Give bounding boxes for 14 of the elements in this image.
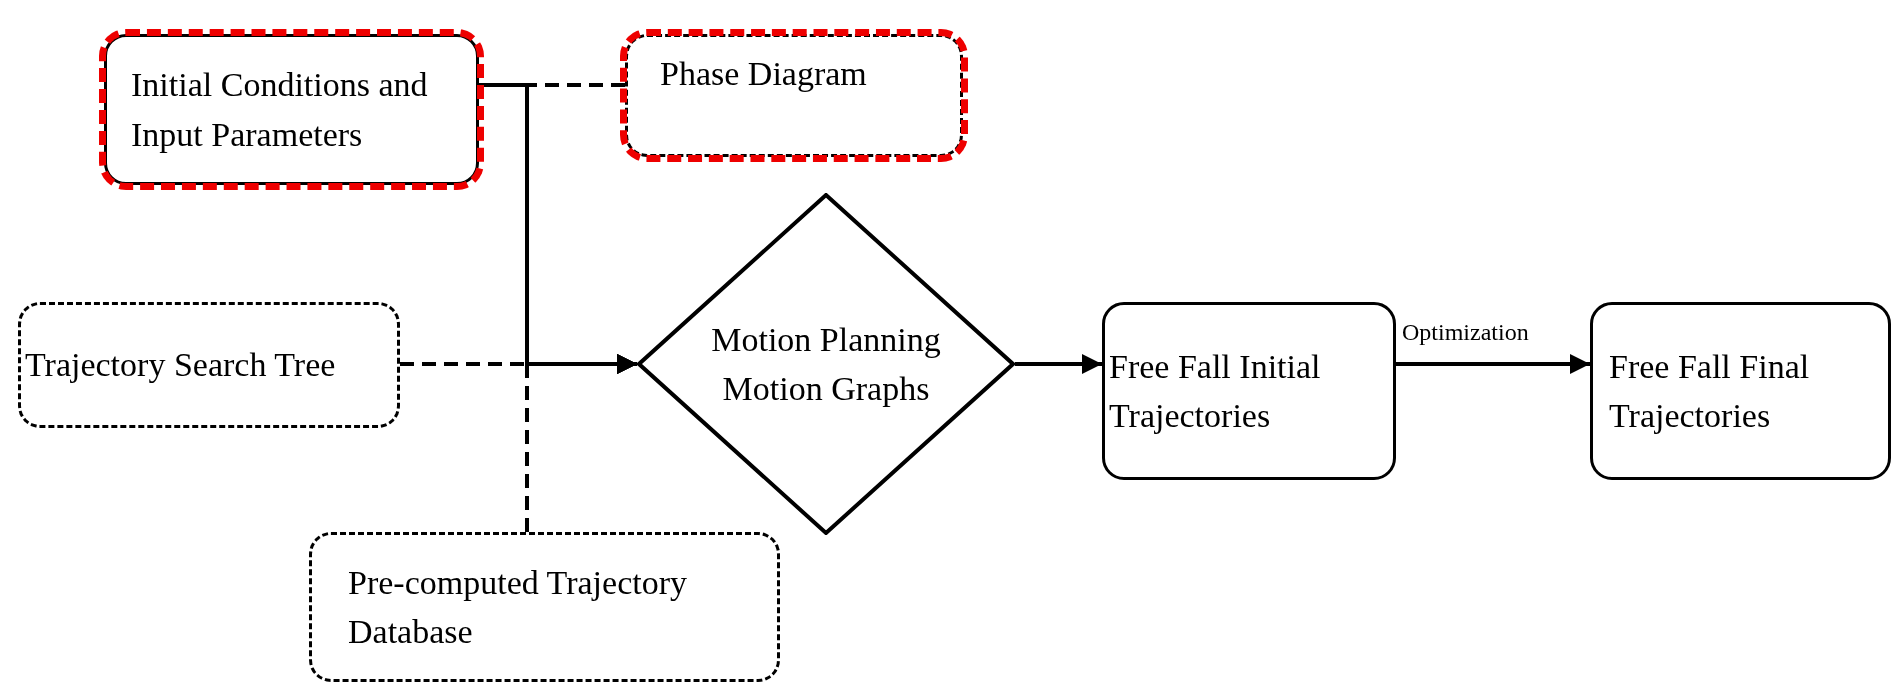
node-label: Free Fall Final Trajectories (1609, 346, 1811, 436)
node-label: Free Fall Initial Trajectories (1109, 346, 1322, 436)
node-label: Pre-computed Trajectory Database (348, 562, 688, 652)
decision-diamond (637, 193, 1015, 535)
node-label: Phase Diagram (660, 54, 867, 94)
node-label: Motion Planning Motion Graphs (710, 319, 942, 409)
node-label: Trajectory Search Tree (25, 345, 336, 386)
process-box (18, 302, 400, 428)
arrow (1015, 354, 1102, 374)
process-box (309, 532, 780, 682)
arrow (1396, 354, 1590, 374)
process-box (1590, 302, 1891, 480)
process-box (1102, 302, 1396, 480)
node-label: Initial Conditions and Input Parameters (131, 65, 429, 155)
